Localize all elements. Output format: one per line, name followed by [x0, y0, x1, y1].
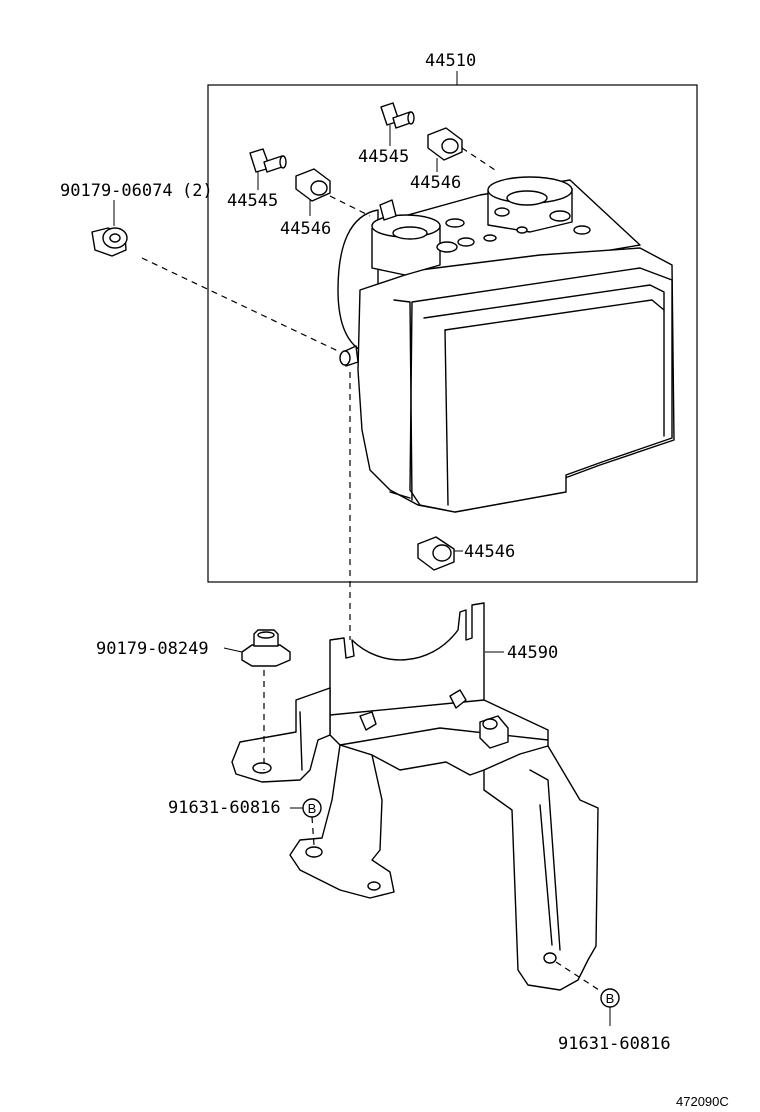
label-cushion-c: 44546 — [464, 542, 515, 562]
bolt-b-icon — [249, 148, 287, 173]
label-bolt-left: 91631-60816 — [168, 798, 281, 818]
dashed-leader-cushion-b — [329, 195, 371, 217]
callout-b-left: B — [302, 798, 322, 818]
label-nut-bracket: 90179-08249 — [96, 639, 209, 659]
dashed-leader-bolt-right — [555, 961, 603, 993]
callout-b-right: B — [600, 988, 620, 1008]
bracket — [231, 602, 599, 991]
dashed-leader-cushion-a — [461, 147, 499, 173]
port-right — [487, 176, 573, 233]
nut-bracket-icon — [241, 629, 291, 667]
svg-text:B: B — [606, 991, 615, 1006]
figure-code: 472090C — [676, 1094, 729, 1109]
assembly-box — [207, 84, 698, 583]
abs-actuator — [337, 176, 675, 513]
label-bracket: 44590 — [507, 643, 558, 663]
label-cushion-a: 44546 — [410, 173, 461, 193]
cushion-b-icon — [295, 168, 331, 202]
label-nut-top-qty: (2) — [182, 181, 213, 201]
nut-top-icon — [91, 227, 128, 257]
bolt-a-icon — [380, 102, 415, 129]
dashed-leader-bolt-left — [311, 816, 315, 846]
cushion-c-icon — [417, 536, 455, 571]
dashed-leader-nut-top — [141, 257, 341, 353]
port-left — [371, 214, 441, 276]
label-nut-top: 90179-06074 — [60, 181, 173, 201]
label-bolt-b: 44545 — [227, 191, 278, 211]
cushion-a-icon — [427, 127, 463, 161]
label-assembly: 44510 — [425, 51, 476, 71]
label-bolt-right: 91631-60816 — [558, 1034, 671, 1054]
svg-text:B: B — [308, 801, 317, 816]
label-bolt-a: 44545 — [358, 147, 409, 167]
label-cushion-b: 44546 — [280, 219, 331, 239]
